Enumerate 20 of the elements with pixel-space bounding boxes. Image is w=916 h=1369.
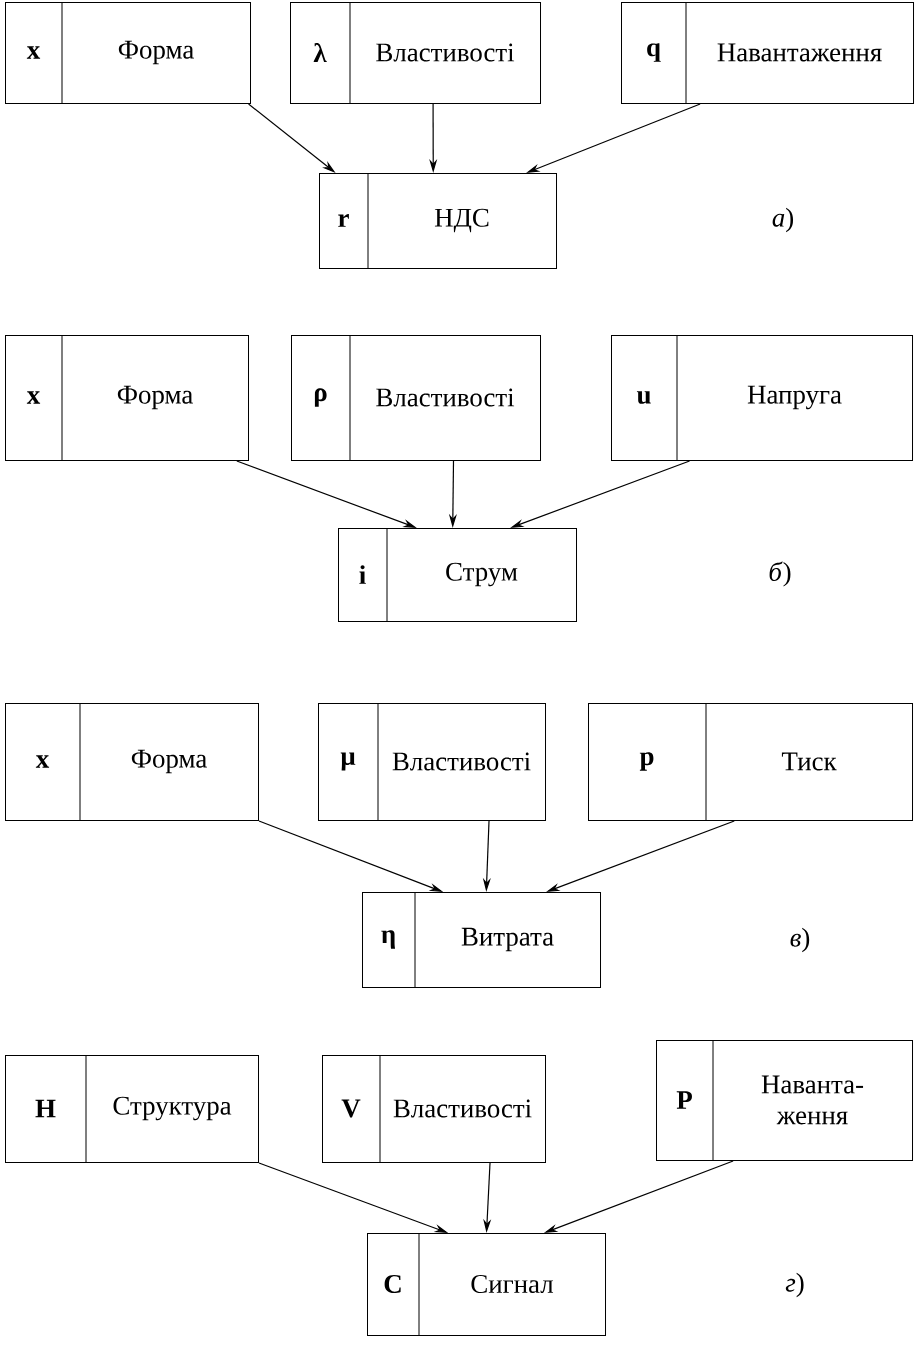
process-box: x Форма [5, 334, 249, 461]
process-box: ρ Властивості [291, 334, 541, 461]
process-box: i Струм [338, 527, 577, 622]
process-box: λ Властивості [290, 1, 541, 104]
process-box: u Напруга [611, 334, 913, 461]
process-box: r НДС [319, 172, 557, 269]
process-box: x Форма [5, 1, 251, 104]
panel-label: в) [790, 927, 810, 953]
process-box: μ Властивості [318, 702, 546, 821]
panel-label: а) [772, 207, 794, 233]
process-box: V Властивості [322, 1054, 546, 1163]
process-box: C Сигнал [367, 1232, 606, 1336]
process-box: p Тиск [588, 702, 913, 821]
process-box: H Структура [5, 1054, 259, 1163]
process-box: η Витрата [362, 891, 601, 988]
process-box: q Навантаження [621, 1, 914, 104]
process-box: x Форма [5, 702, 259, 821]
panel-label: г) [785, 1272, 804, 1298]
panel-label: б) [769, 561, 791, 587]
process-box: P Наванта- ження [656, 1039, 913, 1161]
